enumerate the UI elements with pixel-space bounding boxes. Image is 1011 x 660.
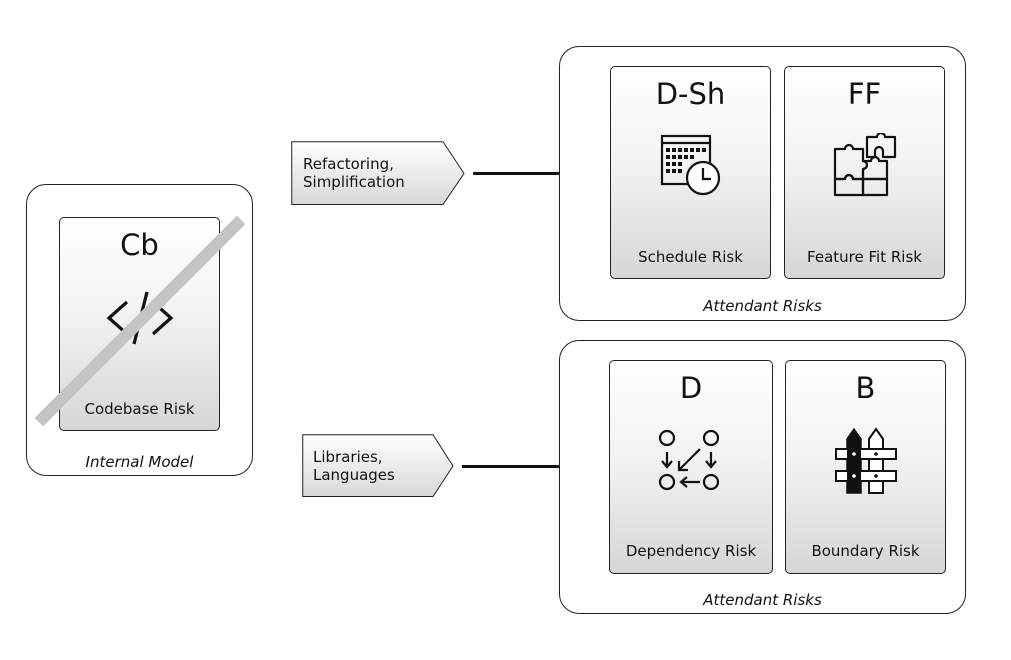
codebase-risk-code: Cb	[120, 228, 159, 262]
action-tag-refactoring-text: Refactoring, Simplification	[303, 155, 405, 191]
internal-model-caption: Internal Model	[85, 453, 194, 471]
schedule-risk-code: D-Sh	[655, 77, 726, 111]
codebase-risk-label: Codebase Risk	[84, 400, 195, 418]
boundary-risk-code: B	[855, 371, 876, 405]
calendar-clock-icon	[658, 133, 724, 203]
feature-fit-risk-code: FF	[847, 77, 882, 111]
dependency-risk-label: Dependency Risk	[625, 542, 757, 560]
schedule-risk-label: Schedule Risk	[638, 248, 743, 266]
codebase-risk-card: Cb Codebase Risk	[59, 217, 220, 431]
dependency-graph-icon	[658, 429, 724, 499]
action-tag-libraries: Libraries, Languages	[302, 434, 455, 498]
attendant-risks-caption-bottom: Attendant Risks	[703, 591, 822, 609]
schedule-risk-card: D-Sh Schedule Risk	[610, 66, 771, 279]
boundary-risk-card: B Boundary Risk	[785, 360, 946, 574]
fence-icon	[833, 427, 899, 501]
feature-fit-risk-label: Feature Fit Risk	[807, 248, 922, 266]
connector-top	[473, 172, 600, 175]
boundary-risk-label: Boundary Risk	[811, 542, 920, 560]
dependency-risk-card: D Dependency Risk	[609, 360, 773, 574]
feature-fit-risk-card: FF Feature Fit Risk	[784, 66, 945, 279]
action-tag-libraries-text: Libraries, Languages	[313, 448, 395, 484]
dependency-risk-code: D	[679, 371, 703, 405]
attendant-risks-caption-top: Attendant Risks	[703, 297, 822, 315]
action-tag-refactoring: Refactoring, Simplification	[291, 141, 466, 206]
puzzle-icon	[831, 131, 899, 203]
connector-bottom	[462, 465, 599, 468]
